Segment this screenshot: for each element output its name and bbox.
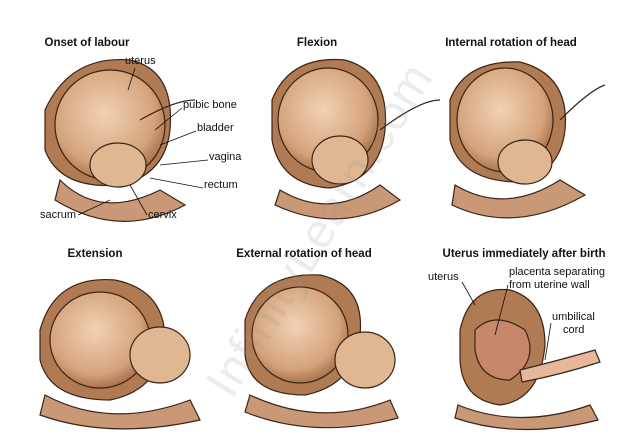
label-cervix: cervix: [148, 209, 177, 221]
extension-illustration: [39, 278, 201, 430]
label-umbilical: umbilical: [552, 311, 595, 323]
flexion-illustration: [271, 58, 441, 220]
title-flexion: Flexion: [296, 37, 338, 49]
title-onset-of-labour: Onset of labour: [44, 37, 130, 49]
label-sacrum: sacrum: [40, 209, 77, 221]
label-placenta-line2: from uterine wall: [509, 279, 590, 291]
title-uterus-after-birth: Uterus immediately after birth: [442, 248, 606, 260]
internal-rotation-illustration: [449, 61, 606, 219]
label-uterus-after-birth: uterus: [428, 271, 459, 283]
leader-lines: [77, 67, 552, 361]
label-uterus: uterus: [125, 55, 156, 67]
external-rotation-illustration: [244, 274, 399, 429]
label-pubic-bone: pubic bone: [183, 99, 237, 111]
title-external-rotation: External rotation of head: [236, 248, 372, 260]
label-cord: cord: [563, 324, 585, 336]
label-placenta-line1: placenta separating: [509, 266, 606, 278]
title-internal-rotation: Internal rotation of head: [445, 37, 577, 49]
label-vagina: vagina: [209, 151, 242, 163]
title-extension: Extension: [67, 248, 123, 260]
label-bladder: bladder: [197, 122, 234, 134]
label-rectum: rectum: [204, 179, 238, 191]
